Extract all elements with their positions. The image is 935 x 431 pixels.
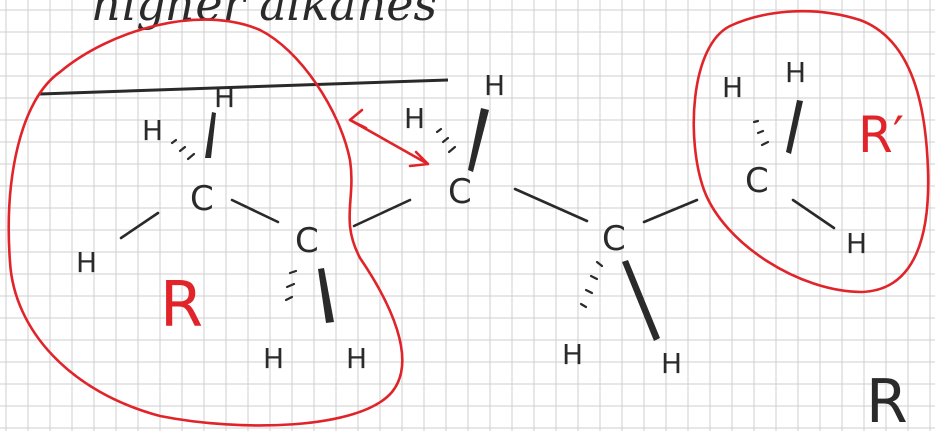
- hydrogen-3-wedge-label: H: [484, 69, 505, 102]
- group-label-corner: R: [866, 367, 908, 431]
- hydrogen-5-wedge-label: H: [785, 56, 806, 89]
- hydrogen-2-hashed-label: H: [263, 342, 284, 375]
- hydrogen-3-hashed-label: H: [404, 102, 425, 135]
- carbon-3-label: C: [448, 172, 472, 212]
- wedge-bonds: [205, 100, 803, 341]
- carbon-chain-bonds: [119, 187, 836, 240]
- hashed-bonds: [170, 119, 770, 309]
- hydrogen-left-label: H: [76, 246, 97, 279]
- title-underline: [39, 78, 449, 96]
- hydrogen-right-label: H: [846, 227, 867, 260]
- group-label-left: R: [160, 268, 203, 341]
- hydrogen-4-wedge-label: H: [661, 347, 682, 380]
- group-label-right: R′: [858, 106, 904, 164]
- red-annotations: [7, 9, 930, 427]
- hydrogen-4-hashed-label: H: [562, 338, 583, 371]
- carbon-2-label: C: [295, 221, 319, 261]
- carbon-1-label: C: [190, 179, 214, 219]
- hydrogen-2-wedge-label: H: [346, 342, 367, 375]
- carbon-4-label: C: [602, 219, 626, 259]
- title-text: higher alkanes: [92, 0, 437, 31]
- hydrogen-5-hashed-label: H: [722, 71, 743, 104]
- carbon-5-label: C: [745, 161, 769, 201]
- hydrogen-1-hashed-label: H: [142, 114, 163, 147]
- hydrogen-1-wedge-label: H: [214, 81, 235, 114]
